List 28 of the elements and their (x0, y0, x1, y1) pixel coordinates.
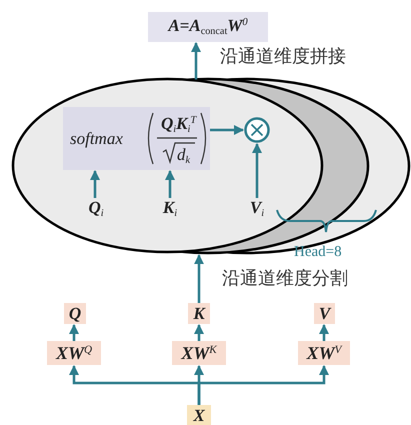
projection-box: XW$^{Q}$ (47, 341, 101, 365)
arrow (194, 254, 204, 303)
projection-box: XW$^{V}$ (298, 341, 350, 365)
caption-text: 沿通道维度拼接 (220, 48, 346, 66)
multiply-circle (244, 117, 270, 143)
arrow (194, 324, 204, 341)
arrow (191, 42, 201, 80)
projection-box: XW$^{K}$ (172, 341, 226, 365)
fraction-denominator: d$_{k}$ (177, 146, 190, 166)
arrow (252, 143, 262, 198)
softmax-formula-box (63, 107, 210, 170)
arrow (69, 324, 79, 341)
input-box: X (187, 405, 211, 425)
head-count-label: Head=8 (294, 245, 342, 260)
arrow (210, 125, 244, 135)
arrow (319, 324, 329, 341)
arrow (90, 170, 100, 198)
key-label: K$_{i}$ (162, 198, 178, 220)
formula-box: A=A$_{concat}$W$^{0}$ (148, 12, 268, 42)
value-label: V$_{i}$ (250, 198, 264, 220)
caption-text: 沿通道维度分割 (222, 270, 348, 288)
matrix-box: V (314, 303, 335, 324)
function-name: softmax (70, 130, 123, 147)
arrow (198, 365, 329, 405)
query-label: Q$_{i}$ (88, 198, 104, 220)
matrix-box: Q (64, 303, 86, 324)
matrix-box: K (188, 303, 210, 324)
arrow (165, 170, 175, 198)
